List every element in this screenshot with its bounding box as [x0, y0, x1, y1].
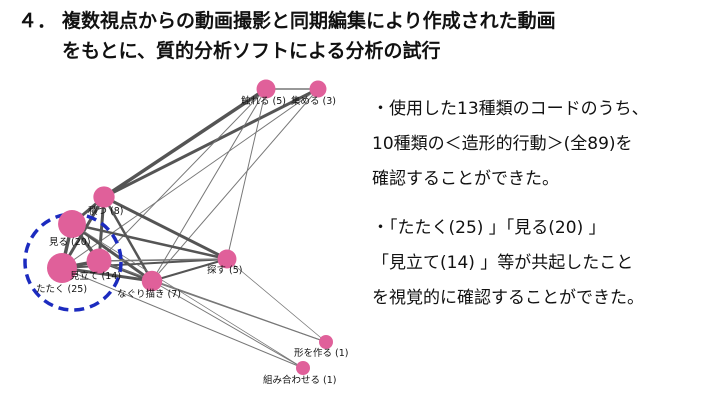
network-node-nagurigaki: [141, 270, 163, 292]
network-edge: [151, 88, 319, 282]
network-nodes: [47, 79, 333, 375]
network-node-tsumu: [93, 186, 115, 208]
network-labels: 触れる (5) 集める (3) 積つ (8) 見る (20) 見立て (14) たたく (…: [36, 95, 348, 386]
network-label-kumiawase: 組み合わせる (1): [263, 374, 336, 386]
slide-title: ４．複数視点からの動画撮影と同期編集により作成された動画 をもとに、質的分析ソフ…: [18, 6, 708, 66]
network-node-miru: [58, 210, 86, 238]
network-edge: [98, 88, 267, 262]
network-edge: [61, 88, 319, 269]
network-edge: [71, 223, 304, 369]
network-node-katachi: [319, 335, 333, 349]
bullet-list: ・使用した13種類のコードのうち、 10種類の＜造形的行動＞(全89)を 確認す…: [372, 92, 712, 330]
network-label-mitate: 見立て (14): [70, 270, 121, 282]
network-edge: [61, 266, 153, 283]
network-label-nagurigaki: なぐり描き (7): [117, 288, 181, 300]
network-label-tsumu: 積つ (8): [88, 205, 123, 217]
network-node-fureru: [256, 79, 276, 99]
network-node-sagasu: [217, 249, 237, 269]
network-label-tataku: たたく (25): [36, 284, 87, 295]
network-edge: [103, 88, 267, 198]
network-edge: [71, 222, 153, 283]
title-line-2: をもとに、質的分析ソフトによる分析の試行: [62, 40, 441, 62]
network-label-atsumeru: 集める (3): [291, 95, 336, 107]
network-edges: [60, 87, 327, 369]
network-node-kumiawase: [296, 361, 310, 375]
network-label-katachi: 形を作る (1): [294, 347, 348, 359]
network-node-atsumeru: [309, 80, 327, 98]
network-edge: [226, 88, 267, 260]
network-label-fureru: 触れる (5): [241, 95, 286, 107]
network-edge: [151, 88, 267, 282]
network-label-sagasu: 探す (5): [207, 264, 242, 276]
network-node-tataku: [47, 253, 77, 283]
bullet-item: ・「たたく(25) 」「見る(20) 」 「見立て(14) 」等が共起したこと …: [372, 211, 712, 316]
network-edge: [98, 258, 228, 262]
network-edge: [103, 87, 319, 199]
network-label-miru: 見る (20): [49, 237, 91, 248]
network-edge: [98, 260, 327, 343]
network-edge: [71, 222, 228, 261]
co-occurrence-network: 触れる (5) 集める (3) 積つ (8) 見る (20) 見立て (14) たたく (…: [23, 79, 348, 386]
title-line-1: 複数視点からの動画撮影と同期編集により作成された動画: [62, 10, 556, 32]
network-edge: [151, 280, 304, 369]
network-edge: [103, 195, 228, 261]
bullet-1-line-2: 10種類の＜造形的行動＞(全89)を: [372, 134, 633, 154]
bullet-2-line-1: ・「たたく(25) 」「見る(20) 」: [372, 218, 606, 238]
bullet-2-line-2: 「見立て(14) 」等が共起したこと: [372, 253, 634, 273]
bullet-item: ・使用した13種類のコードのうち、 10種類の＜造形的行動＞(全89)を 確認す…: [372, 92, 712, 197]
bullet-2-line-3: を視覚的に確認することができた。: [372, 288, 644, 308]
network-node-mitate: [86, 248, 112, 274]
network-edge: [226, 258, 327, 343]
network-edge: [102, 196, 154, 282]
title-number: ４．: [18, 10, 57, 32]
network-edge: [151, 258, 228, 282]
bullet-1-line-3: 確認することができた。: [372, 169, 559, 189]
bullet-1-line-1: ・使用した13種類のコードのうち、: [372, 99, 649, 119]
network-edge: [61, 267, 304, 369]
